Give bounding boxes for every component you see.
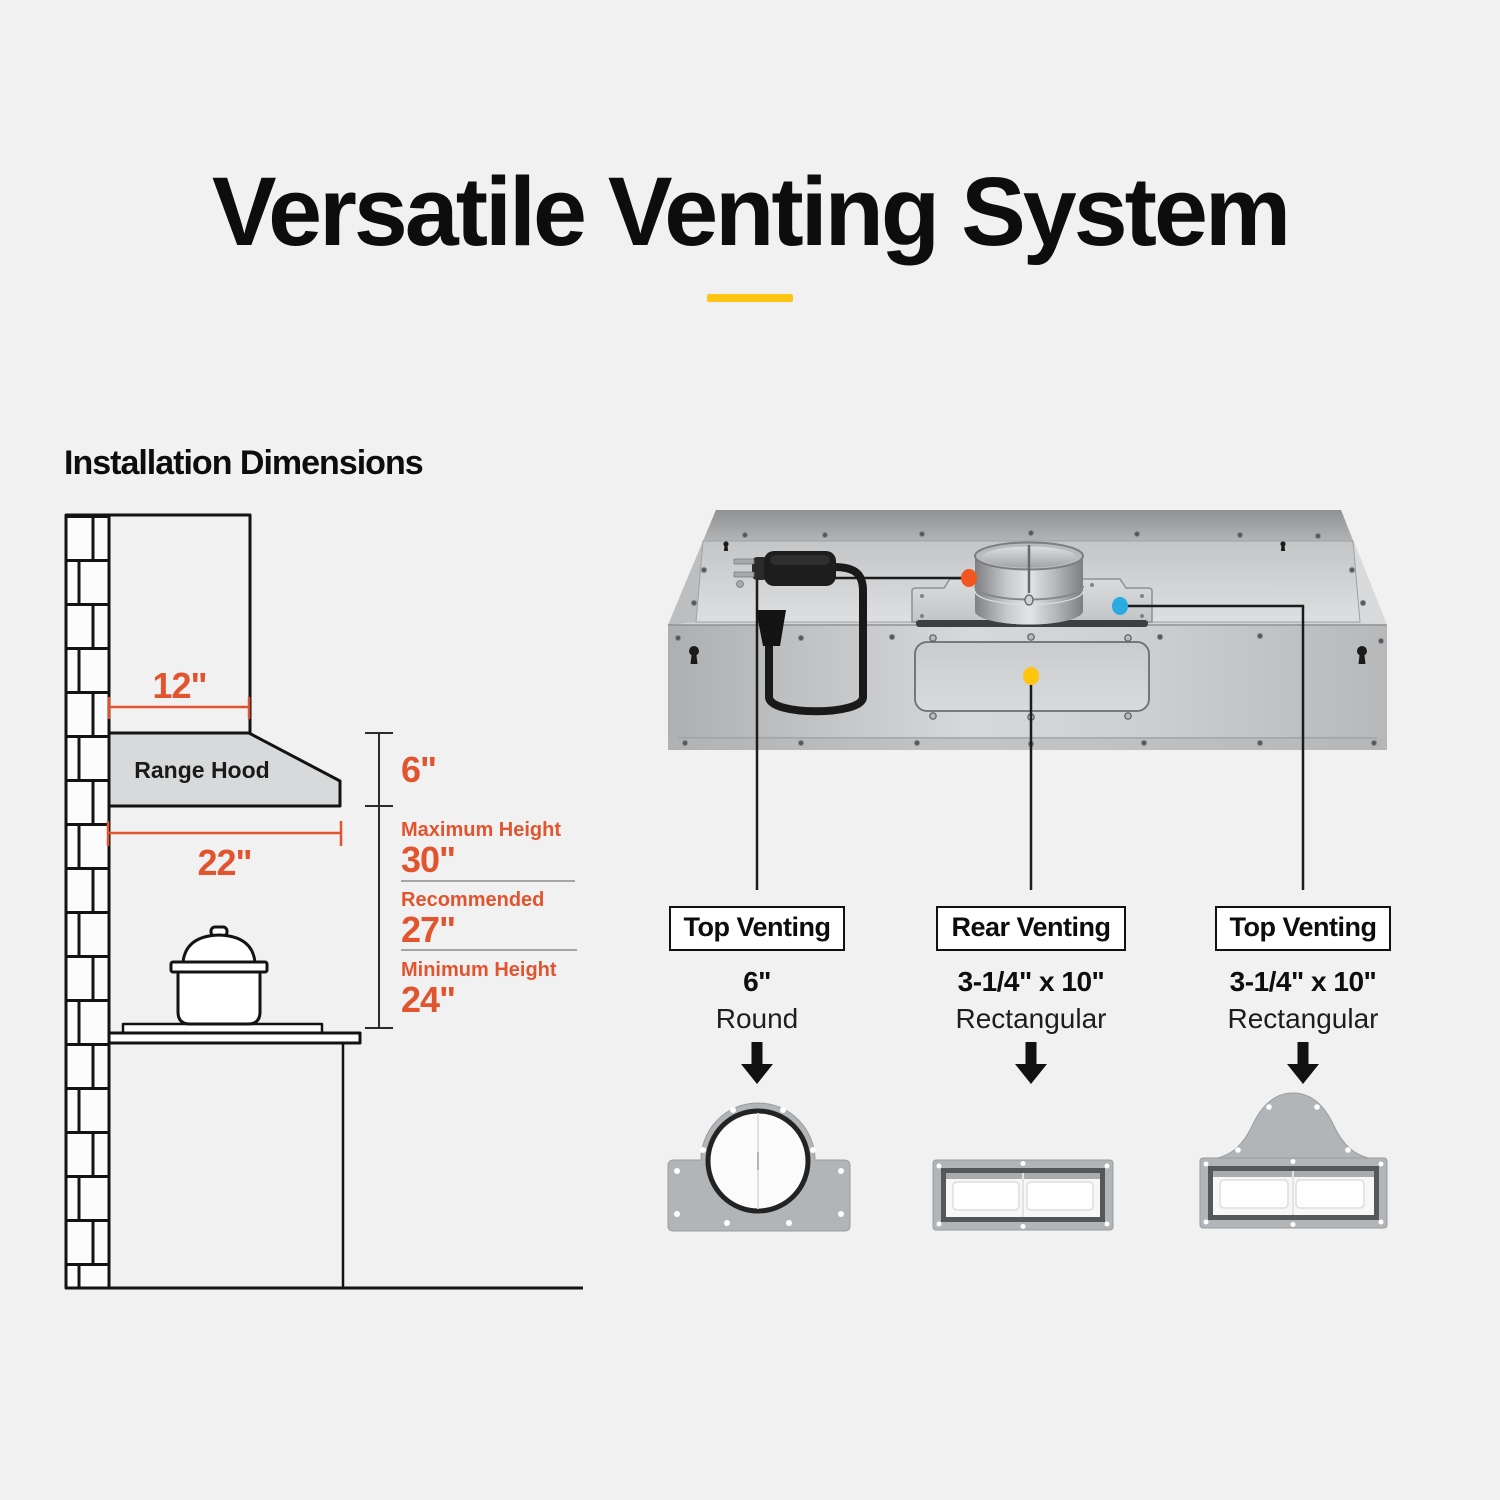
vent-option-rear-rect: Rear Venting 3-1/4" x 10" Rectangular — [916, 906, 1146, 1035]
plug-highlight — [770, 555, 830, 565]
rect-damper-flap-right — [1295, 1179, 1365, 1209]
title-underline-divider — [707, 294, 793, 302]
installation-drawing — [64, 513, 583, 1290]
recommended-height-label: Recommended — [401, 889, 545, 911]
max-height-label: Maximum Height — [401, 819, 562, 841]
countertop — [107, 1031, 362, 1045]
cooking-pot — [169, 925, 269, 1026]
min-height-value: 24" — [401, 979, 456, 1020]
height-separator-rules — [401, 880, 577, 951]
cord-strain-relief — [756, 610, 786, 646]
arrow-down-icon — [1287, 1042, 1319, 1084]
vent-shape-text: Rectangular — [1227, 1003, 1379, 1034]
recommended-height-value: 27" — [401, 909, 456, 950]
callout-dots — [961, 569, 1128, 685]
duct-chase — [107, 513, 252, 735]
vent-cover-rear-rect — [932, 1159, 1114, 1231]
vent-size-text: 3-1/4" x 10" — [957, 966, 1105, 997]
height-dimension-line — [365, 732, 393, 1029]
page-title: Versatile Venting System — [211, 157, 1291, 266]
vent-size-text: 6" — [743, 966, 771, 997]
vent-tag-badge: Top Venting — [1214, 906, 1392, 951]
vent-cover-round — [667, 1102, 851, 1232]
dot-top-round-vent — [961, 569, 977, 587]
rect-damper-flap-left — [952, 1181, 1020, 1211]
hood-hem-strip — [668, 738, 1387, 750]
vent-cover-top-rect — [1199, 1092, 1388, 1229]
arrow-down-icon — [1015, 1042, 1047, 1084]
dim-12in-line — [107, 697, 251, 719]
counter-and-cabinet — [66, 1022, 583, 1290]
pot-body — [176, 970, 262, 1026]
down-arrows — [741, 1042, 1319, 1084]
rect-cover-holes — [1203, 1159, 1384, 1227]
round-cover-holes — [674, 1107, 844, 1226]
keyhole-left-slot — [690, 651, 698, 664]
dot-rear-vent — [1023, 667, 1039, 685]
vent-shape-text: Rectangular — [955, 1003, 1107, 1034]
dimension-lines-orange — [106, 697, 343, 846]
hood-right-chamfer — [1341, 510, 1387, 625]
rect-cover-holes — [936, 1161, 1110, 1229]
vent-shape-text: Round — [715, 1003, 799, 1034]
vent-tag-badge: Rear Venting — [936, 906, 1126, 951]
dome-plate — [1207, 1092, 1379, 1161]
round-duct-collar — [974, 541, 1084, 625]
power-cord-and-plug — [733, 551, 867, 716]
plug-prongs — [733, 558, 755, 588]
vent-size-text: 3-1/4" x 10" — [1229, 966, 1377, 997]
dome-holes — [1235, 1104, 1351, 1153]
vent-tag-badge: Top Venting — [668, 906, 846, 951]
max-height-value: 30" — [401, 839, 456, 880]
collar-front-hole — [1024, 594, 1034, 606]
hood-left-chamfer — [668, 510, 716, 625]
keyhole-right-slot — [1358, 651, 1366, 664]
hood-screws — [674, 529, 1385, 748]
rect-damper-flap-left — [1219, 1179, 1289, 1209]
dim-hood-height: 6" — [401, 749, 437, 790]
knockout-screws — [929, 633, 1132, 721]
installation-dimensions-heading: Installation Dimensions — [64, 444, 424, 482]
range-hood-label: Range Hood — [134, 757, 270, 783]
leader-top-rect — [1120, 604, 1305, 890]
dot-top-rect-vent — [1112, 597, 1128, 615]
vent-option-top-rect: Top Venting 3-1/4" x 10" Rectangular — [1188, 906, 1418, 1035]
brick-wall — [64, 513, 111, 1290]
dim-hood-depth: 22" — [197, 842, 252, 883]
mounting-keyholes — [689, 541, 1367, 664]
dim-duct-width: 12" — [152, 665, 207, 706]
vent-option-top-round: Top Venting 6" Round — [642, 906, 872, 1035]
power-cord — [765, 563, 867, 716]
arrow-down-icon — [741, 1042, 773, 1084]
range-hood-profile — [107, 731, 342, 808]
min-height-label: Minimum Height — [401, 959, 557, 981]
hood-top-band — [703, 510, 1353, 541]
dim-22in-line — [106, 821, 343, 846]
rect-damper-flap-right — [1026, 1181, 1094, 1211]
pot-lid — [181, 933, 257, 964]
range-hood-photo — [668, 510, 1387, 890]
